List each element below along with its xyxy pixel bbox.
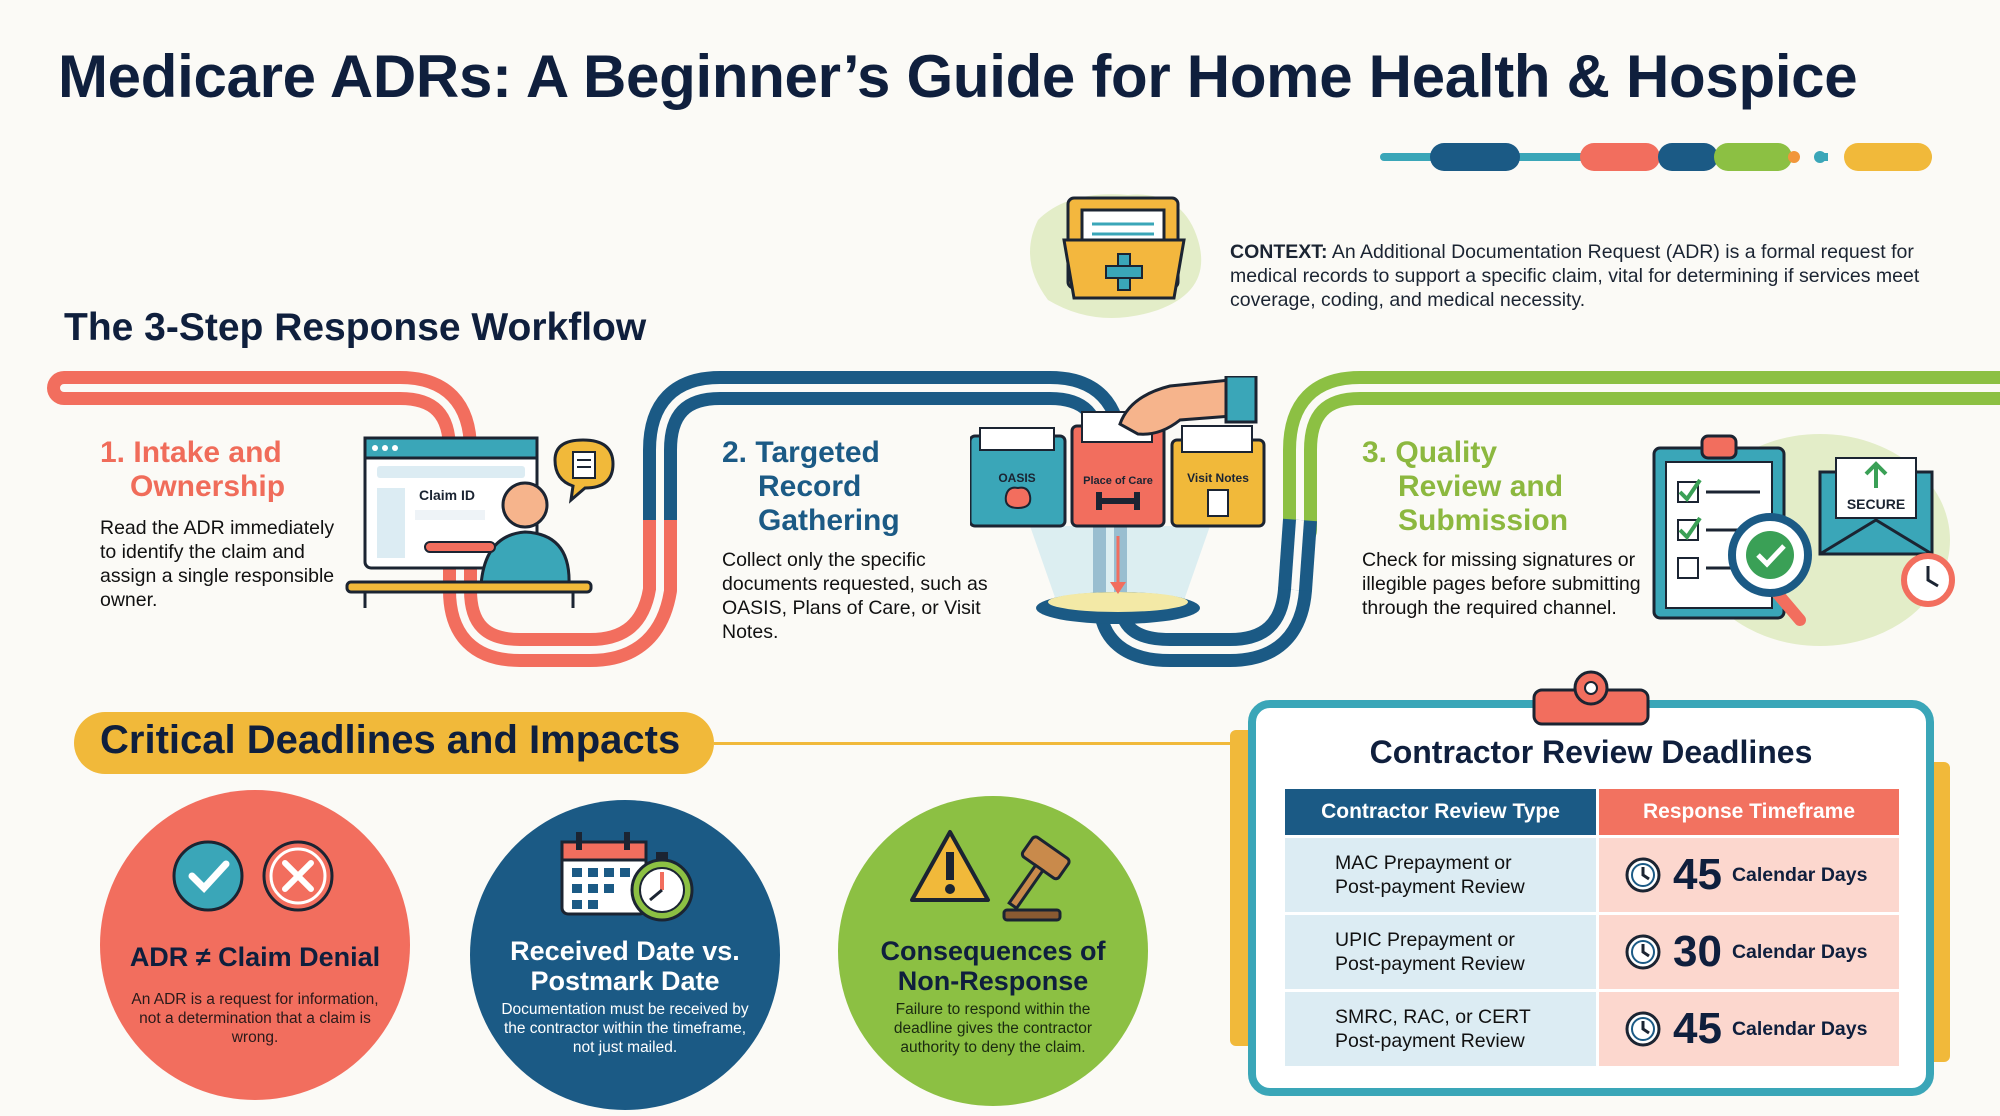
check-and-x-icons: [172, 840, 334, 912]
contractor-table-title: Contractor Review Deadlines: [1369, 734, 1813, 770]
contractor-deadlines-table: Contractor Review Type Response Timefram…: [1282, 786, 1902, 1069]
review-type-cell: MAC Prepayment or Post-payment Review: [1285, 838, 1596, 912]
clock-icon: [1625, 934, 1661, 970]
review-type-cell: UPIC Prepayment or Post-payment Review: [1285, 915, 1596, 989]
warning-gavel-icon: [910, 830, 1071, 922]
column-header: Contractor Review Type: [1285, 789, 1596, 835]
card-received-vs-postmark: Received Date vs. Postmark Date Document…: [470, 800, 780, 1110]
quality-review-illustration: SECURE: [1652, 434, 1955, 646]
days-unit: Calendar Days: [1731, 940, 1868, 963]
review-type-cell: SMRC, RAC, or CERT Post-payment Review: [1285, 992, 1596, 1066]
clock-icon: [1625, 1011, 1661, 1047]
claim-review-illustration: Claim ID: [345, 436, 615, 608]
table-row: UPIC Prepayment or Post-payment Review 3…: [1285, 915, 1899, 989]
medical-folder-icon: [1030, 194, 1202, 318]
magnifier-check-icon: [1728, 513, 1812, 626]
oasis-folder-icon: OASIS: [970, 427, 1067, 528]
svg-text:SECURE: SECURE: [1847, 496, 1905, 512]
critical-deadlines-title: Critical Deadlines and Impacts: [100, 718, 681, 762]
hand-icon: [1118, 376, 1258, 436]
svg-text:Visit Notes: Visit Notes: [1187, 471, 1249, 485]
card-non-response: Consequences of Non-Response Failure to …: [838, 796, 1148, 1106]
step-2-title: 2. Targeted Record Gathering: [722, 436, 900, 537]
calendar-stopwatch-icon: [560, 832, 694, 922]
divider-line: [714, 742, 1234, 745]
step-1-title: 1. Intake and Ownership: [100, 436, 286, 503]
days-number: 45: [1673, 1004, 1722, 1053]
timeframe-cell: 30 Calendar Days: [1599, 915, 1899, 989]
card-2-description: Documentation must be received by the co…: [501, 1001, 749, 1056]
critical-heading-bar: [74, 712, 714, 774]
card-1-description: An ADR is a request for information, not…: [131, 991, 379, 1046]
days-unit: Calendar Days: [1731, 1017, 1868, 1040]
step-3-description: Check for missing signatures or illegibl…: [1362, 549, 1641, 619]
column-header: Response Timeframe: [1599, 789, 1899, 835]
timeframe-cell: 45 Calendar Days: [1599, 838, 1899, 912]
table-row: SMRC, RAC, or CERT Post-payment Review 4…: [1285, 992, 1899, 1066]
workflow-path: [47, 371, 2000, 667]
card-3-title: Consequences of Non-Response: [880, 936, 1106, 996]
clock-icon: [1625, 857, 1661, 893]
card-2-title: Received Date vs. Postmark Date: [510, 936, 740, 996]
record-folders-illustration: OASIS Place of Care Visit Notes: [970, 376, 1266, 624]
step-2-description: Collect only the specific documents requ…: [722, 549, 988, 643]
svg-text:OASIS: OASIS: [998, 471, 1035, 485]
days-number: 45: [1673, 850, 1722, 899]
card-3-description: Failure to respond within the deadline g…: [893, 1001, 1093, 1056]
days-unit: Calendar Days: [1731, 863, 1868, 886]
decorative-color-bar: [1380, 143, 1932, 171]
table-header-row: Contractor Review Type Response Timefram…: [1285, 789, 1899, 835]
context-body: An Additional Documentation Request (ADR…: [1230, 240, 1920, 311]
svg-text:Place of Care: Place of Care: [1083, 475, 1153, 487]
timeframe-cell: 45 Calendar Days: [1599, 992, 1899, 1066]
visit-notes-folder-icon: Visit Notes: [1170, 425, 1266, 528]
secure-envelope-icon: SECURE: [1818, 457, 1934, 556]
page-title: Medicare ADRs: A Beginner’s Guide for Ho…: [58, 43, 1858, 110]
days-number: 30: [1673, 927, 1722, 976]
table-row: MAC Prepayment or Post-payment Review 45…: [1285, 838, 1899, 912]
step-3-title: 3. Quality Review and Submission: [1362, 436, 1569, 537]
clipboard-clip-icon: [1532, 670, 1650, 726]
card-adr-not-denial: ADR ≠ Claim Denial An ADR is a request f…: [100, 790, 410, 1100]
workflow-title: The 3-Step Response Workflow: [64, 306, 647, 349]
step-1-description: Read the ADR immediately to identify the…: [100, 517, 335, 611]
context-text: CONTEXT: An Additional Documentation Req…: [1230, 240, 1930, 312]
clock-icon: [1901, 553, 1955, 607]
context-label: CONTEXT:: [1230, 240, 1328, 263]
card-1-title: ADR ≠ Claim Denial: [129, 942, 381, 972]
claim-id-label: Claim ID: [419, 487, 475, 503]
